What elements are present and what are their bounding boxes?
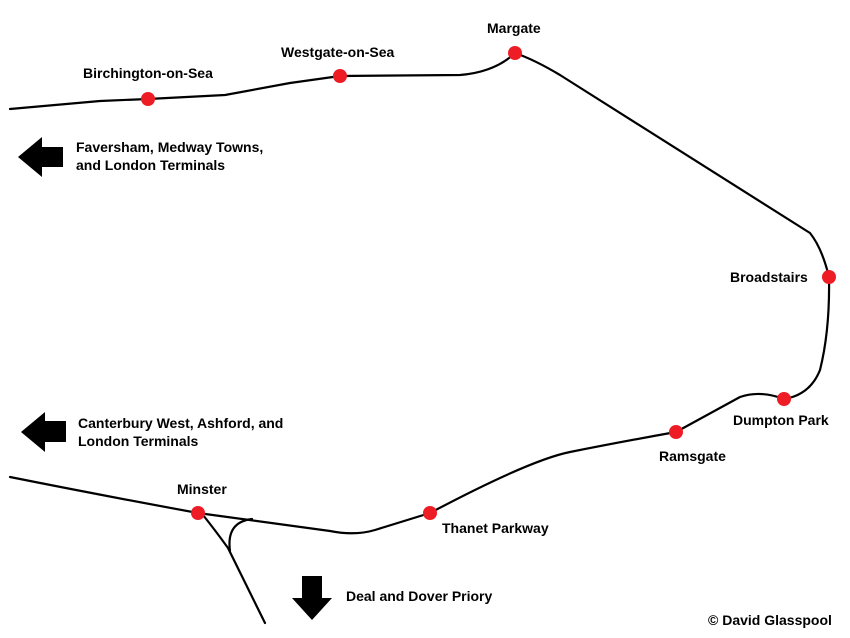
destination-line: Canterbury West, Ashford, and — [78, 415, 284, 431]
arrow-left-icon — [21, 412, 66, 452]
station-label: Margate — [487, 20, 541, 36]
station-dot-ramsgate[interactable] — [669, 425, 683, 439]
station-label: Thanet Parkway — [442, 520, 549, 536]
arrow-down-icon — [292, 576, 332, 620]
station-dot-minster[interactable] — [191, 506, 205, 520]
destination-canterbury: Canterbury West, Ashford, and London Ter… — [78, 414, 283, 450]
station-label: Westgate-on-Sea — [281, 44, 395, 60]
station-label: Ramsgate — [659, 448, 726, 464]
station-dot-dumpton-park[interactable] — [777, 392, 791, 406]
station-label: Minster — [177, 481, 227, 497]
station-dot-westgate-on-sea[interactable] — [333, 69, 347, 83]
station-label: Birchington-on-Sea — [83, 65, 213, 81]
arrow-left-icon — [18, 137, 63, 177]
station-label: Dumpton Park — [733, 412, 829, 428]
station-dot-broadstairs[interactable] — [822, 270, 836, 284]
track-minster-thanet — [8, 475, 432, 535]
destination-line: Deal and Dover Priory — [346, 588, 493, 604]
destination-faversham: Faversham, Medway Towns, and London Term… — [76, 138, 263, 174]
destination-line: London Terminals — [78, 433, 199, 449]
destination-deal-dover: Deal and Dover Priory — [346, 587, 492, 605]
destination-line: Faversham, Medway Towns, — [76, 139, 264, 155]
station-label: Broadstairs — [730, 269, 808, 285]
station-dot-margate[interactable] — [508, 46, 522, 60]
copyright-credit: © David Glasspool — [708, 612, 832, 628]
destination-line: and London Terminals — [76, 157, 226, 173]
track-chord — [228, 517, 254, 553]
track-south-branch — [201, 513, 267, 625]
station-dot-birchington-on-sea[interactable] — [141, 92, 155, 106]
station-dot-thanet-parkway[interactable] — [423, 506, 437, 520]
